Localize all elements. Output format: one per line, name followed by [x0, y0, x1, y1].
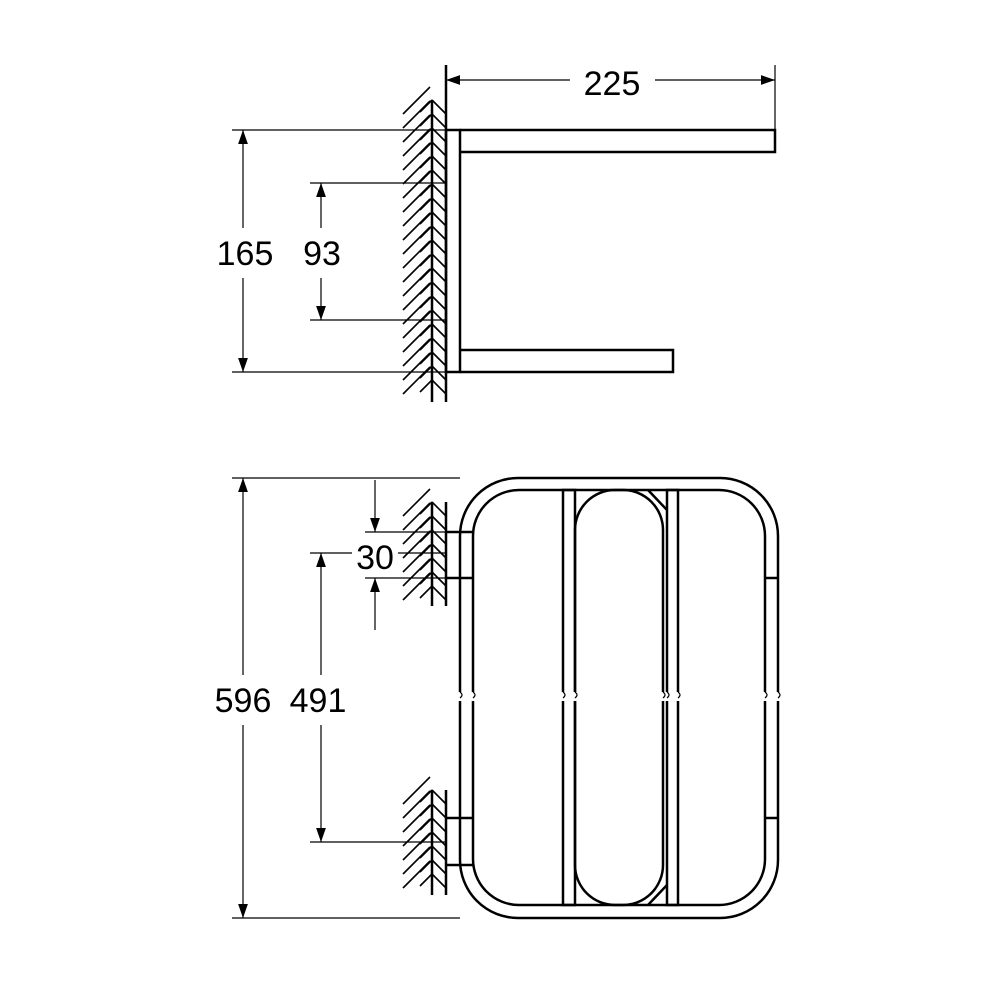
- side-view: 225 165 93: [217, 65, 777, 402]
- hatch-line: [402, 366, 431, 395]
- dim-hole-spacing: 93: [303, 235, 341, 273]
- hatch-line: [402, 240, 431, 269]
- hatch-line: [402, 790, 431, 819]
- hatch-line: [402, 804, 431, 833]
- hatch-line: [402, 324, 431, 353]
- dim-front-height: 596: [215, 682, 272, 720]
- hatch-line: [402, 832, 431, 861]
- hatch-line: [402, 100, 431, 129]
- hatch-line: [402, 558, 431, 587]
- hatch-line: [402, 860, 431, 889]
- bottom-arm: [460, 348, 675, 374]
- hatch-line: [402, 226, 431, 255]
- hatch-line: [402, 212, 431, 241]
- hatch-line: [402, 530, 431, 559]
- hatch-line: [402, 572, 431, 601]
- hatch-line: [402, 516, 431, 545]
- hatch-line: [402, 488, 431, 517]
- dim-bracket-offset: 30: [356, 539, 394, 577]
- dim-front-hole-spacing: 491: [290, 682, 347, 720]
- hatch-line: [402, 352, 431, 381]
- hatch-line: [419, 585, 447, 601]
- hatch-line: [402, 846, 431, 875]
- hatch-line: [402, 338, 431, 367]
- wall-hatching-upper: [402, 488, 448, 606]
- hatch-line: [402, 310, 431, 339]
- hatch-line: [402, 198, 431, 227]
- hatch-line: [402, 544, 431, 573]
- hatch-line: [402, 776, 431, 805]
- wall-hatching: [402, 86, 447, 395]
- hatch-line: [402, 502, 431, 531]
- hatch-line: [402, 114, 431, 143]
- hatch-line: [402, 128, 431, 157]
- front-view: 596 491 30: [215, 476, 785, 920]
- hatch-line: [402, 86, 431, 115]
- hatch-line: [402, 170, 431, 199]
- dim-height: 165: [217, 235, 274, 273]
- wall-hatching-lower: [402, 776, 448, 895]
- hatch-line: [402, 282, 431, 311]
- top-arm: [460, 128, 777, 154]
- hatch-line: [419, 379, 447, 395]
- back-plate: [444, 128, 462, 374]
- hatch-line: [419, 873, 447, 889]
- hatch-line: [402, 156, 431, 185]
- dim-width: 225: [584, 65, 641, 103]
- hatch-line: [402, 142, 431, 171]
- hatch-line: [402, 254, 431, 283]
- hatch-line: [402, 184, 431, 213]
- hatch-line: [402, 268, 431, 297]
